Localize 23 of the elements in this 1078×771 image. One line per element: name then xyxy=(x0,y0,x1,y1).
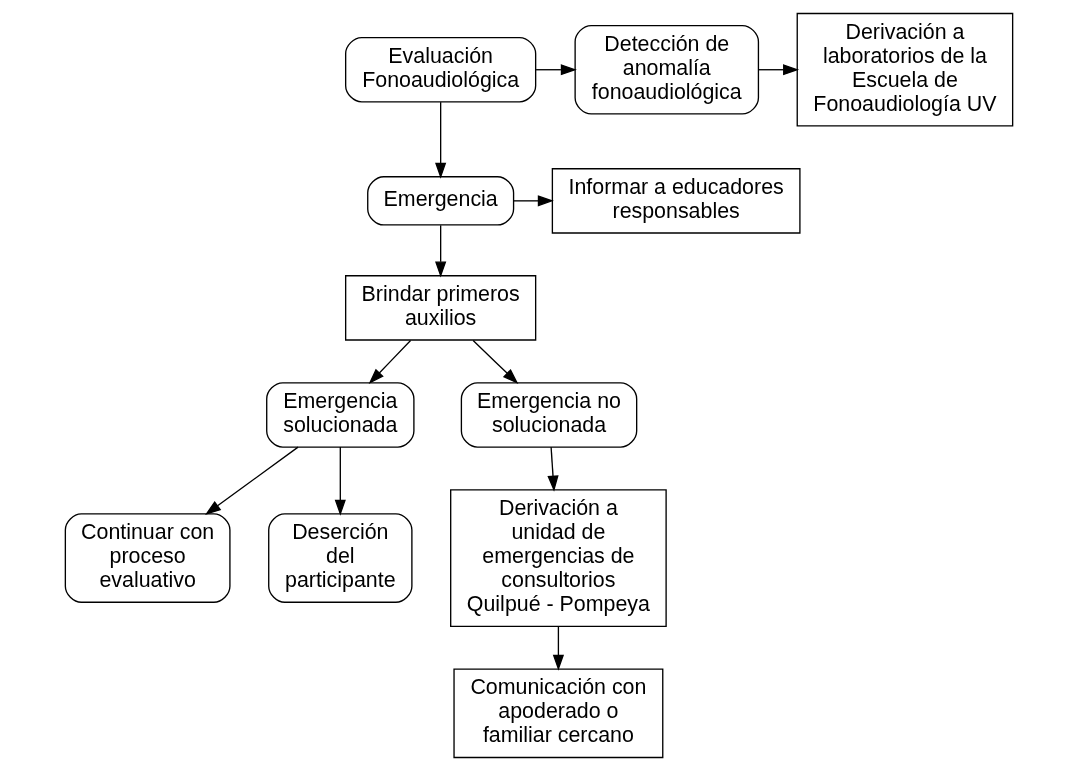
arrow xyxy=(758,64,800,76)
arrow xyxy=(472,339,519,385)
node-box: Emergencia xyxy=(367,176,515,226)
arrow xyxy=(368,339,412,385)
arrow xyxy=(535,64,577,76)
arrow xyxy=(547,446,559,492)
node-box: Emergencia no solucionada xyxy=(460,382,638,448)
arrow xyxy=(334,446,346,516)
arrow xyxy=(435,101,447,179)
node-box: Detección de anomalía fonoaudiológica xyxy=(574,24,760,115)
node-box: Evaluación Fonoaudiológica xyxy=(345,36,537,103)
node-box: Deserción del participante xyxy=(268,513,413,603)
node-box: Derivación a unidad de emergencias de consultorios Quilpué - Pompeya xyxy=(450,489,667,627)
node-box: Comunicación con apoderado o familiar cercano xyxy=(453,668,664,759)
arrow xyxy=(435,224,447,278)
node-box: Emergencia solucionada xyxy=(266,382,415,448)
node-box: Brindar primeros auxilios xyxy=(345,275,537,341)
node-box: Continuar con proceso evaluativo xyxy=(64,513,231,603)
arrow xyxy=(513,195,554,207)
arrow xyxy=(205,446,299,515)
node-box: Informar a educadores responsables xyxy=(551,168,801,234)
arrow xyxy=(552,625,565,671)
node-box: Derivación a laboratorios de la Escuela de Fonoaudiología UV xyxy=(796,12,1014,127)
